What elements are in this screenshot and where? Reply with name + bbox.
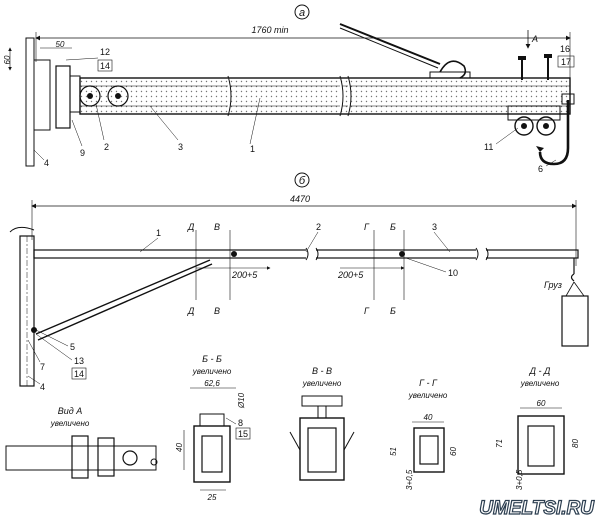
bb-callout-15: 15 (238, 429, 248, 439)
dd-subtitle: увеличено (520, 379, 560, 388)
vv-title: В - В (312, 366, 332, 376)
dim-1760: 1760 min (251, 25, 288, 35)
gcallout-3: 3 (432, 222, 437, 232)
dd-dim-width: 60 (537, 399, 546, 408)
callout-6: 6 (538, 164, 543, 174)
watermark: UMELTSI.RU (479, 498, 595, 519)
sec-d-bottom: Д (187, 306, 195, 316)
dim-60: 60 (3, 55, 12, 64)
gcallout-10: 10 (448, 268, 458, 278)
gg-dim-width: 40 (424, 413, 433, 422)
section-dd: Д - Д увеличено 60 71 80 3+0,5 (495, 366, 580, 490)
view-label-b: б (299, 175, 306, 187)
gg-dim-right: 60 (449, 447, 458, 456)
bb-callout-8: 8 (238, 418, 243, 428)
section-vv: В - В увеличено (289, 366, 355, 481)
gcallout-7: 7 (40, 362, 45, 372)
dim-step-2: 200+5 (337, 270, 364, 280)
sec-g-top: Г (364, 222, 370, 232)
dd-dim-right: 80 (571, 439, 580, 448)
callout-12: 12 (100, 47, 110, 57)
gcallout-2: 2 (316, 222, 321, 232)
gcallout-4: 4 (40, 382, 45, 392)
bb-dim-height: 40 (175, 443, 184, 452)
gg-subtitle: увеличено (408, 391, 448, 400)
dim-50: 50 (56, 40, 65, 49)
sec-g-bottom: Г (364, 306, 370, 316)
sec-v-top: В (214, 222, 220, 232)
view-a-title: Вид А (58, 406, 83, 416)
load-label: Груз (544, 280, 562, 290)
callout-3: 3 (178, 142, 183, 152)
bb-dim-dia: Ø10 (237, 392, 246, 409)
callout-1: 1 (250, 144, 255, 154)
view-label-a: а (299, 7, 305, 19)
dim-step-1: 200+5 (231, 270, 258, 280)
sec-d-top: Д (187, 222, 195, 232)
callouts-top: 12 14 1 2 3 9 4 11 6 16 17 (33, 44, 575, 174)
view-arrow-a: A (531, 34, 538, 44)
callout-14: 14 (100, 61, 110, 71)
view-a-subtitle: увеличено (50, 419, 90, 428)
gcallout-5: 5 (70, 342, 75, 352)
callouts-general: 1 2 3 10 5 13 14 7 4 (27, 222, 458, 392)
gg-title: Г - Г (419, 378, 438, 388)
dd-dim-left: 71 (495, 439, 504, 448)
gg-dim-left: 51 (389, 447, 398, 456)
dd-dim-bottom: 3+0,5 (515, 469, 524, 490)
section-bb: Б - Б увеличено 62,6 Ø10 40 25 8 15 (175, 354, 251, 502)
gcallout-1: 1 (156, 228, 161, 238)
bb-dim-width: 62,6 (204, 379, 220, 388)
callout-16: 16 (560, 44, 570, 54)
callout-4: 4 (44, 158, 49, 168)
bb-title: Б - Б (202, 354, 222, 364)
sec-v-bottom: В (214, 306, 220, 316)
section-gg: Г - Г увеличено 40 51 60 3+0,5 (389, 378, 458, 490)
callout-2: 2 (104, 142, 109, 152)
gcallout-13: 13 (74, 356, 84, 366)
view-a-top: а 1760 min 60 50 (3, 4, 575, 167)
gcallout-14: 14 (74, 369, 84, 379)
callout-9: 9 (80, 148, 85, 158)
sec-b-top: Б (390, 222, 396, 232)
callout-17: 17 (561, 57, 571, 67)
view-a-enlarged: Вид А увеличено (5, 406, 158, 479)
dd-title: Д - Д (529, 366, 551, 376)
gg-dim-bottom: 3+0,5 (405, 469, 414, 490)
bb-subtitle: увеличено (192, 367, 232, 376)
view-b-general: б 4470 Груз Д (9, 172, 589, 387)
dim-4470: 4470 (290, 194, 310, 204)
bb-dim-base: 25 (207, 493, 217, 502)
vv-subtitle: увеличено (302, 379, 342, 388)
callout-11: 11 (484, 142, 493, 152)
sec-b-bottom: Б (390, 306, 396, 316)
